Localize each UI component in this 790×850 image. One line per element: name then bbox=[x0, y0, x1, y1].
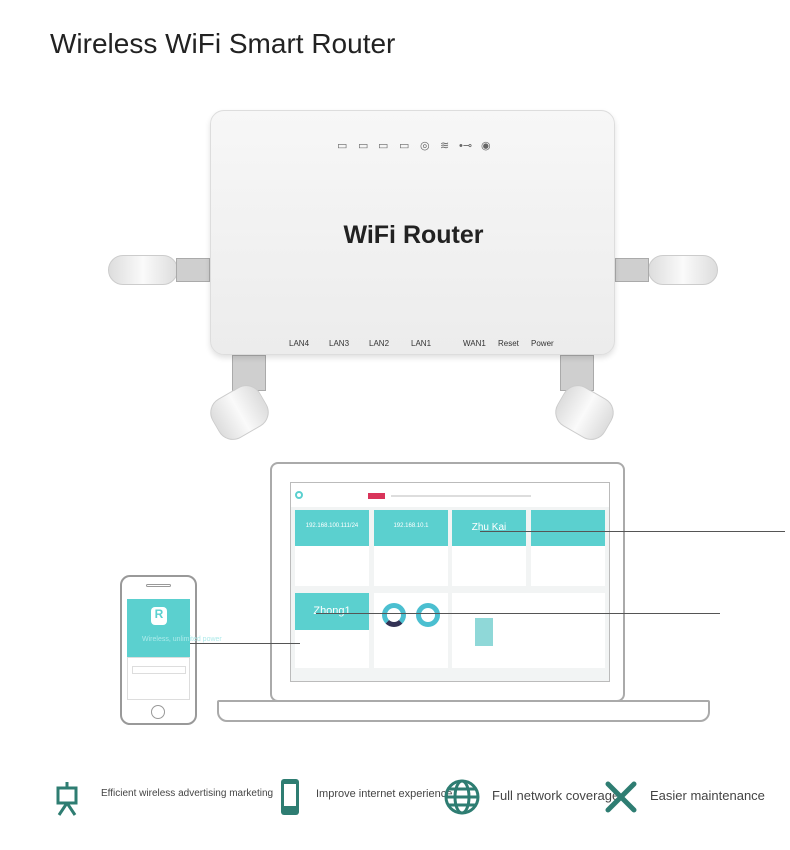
antenna-right bbox=[648, 255, 718, 285]
app-logo: R bbox=[151, 607, 167, 625]
port-label: LAN1 bbox=[411, 339, 432, 348]
globe-icon: ◎ bbox=[420, 140, 430, 152]
nav-tabs[interactable] bbox=[391, 495, 531, 497]
antenna-joint bbox=[615, 258, 649, 282]
lan-icon: ▭ bbox=[399, 140, 410, 152]
home-button bbox=[151, 705, 165, 719]
port-label: Power bbox=[531, 339, 554, 348]
feature-label: Improve internet experience bbox=[316, 788, 453, 800]
port-label: LAN4 bbox=[289, 339, 310, 348]
router-logo: WiFi Router bbox=[343, 221, 484, 249]
dashboard-screen: 192.168.100.111/24 192.168.10.1 Zhu Kai … bbox=[290, 482, 610, 682]
lan-card: 192.168.10.1 bbox=[374, 510, 448, 546]
wifi-icon: ≋ bbox=[440, 140, 450, 152]
port-label: LAN3 bbox=[329, 339, 350, 348]
chart-bar bbox=[475, 618, 493, 646]
lan-icon: ▭ bbox=[337, 140, 348, 152]
smartphone-icon bbox=[281, 779, 299, 815]
port-label: WAN1 bbox=[463, 339, 486, 348]
user-details bbox=[452, 546, 526, 586]
laptop-base bbox=[217, 700, 710, 722]
wan-details bbox=[295, 546, 369, 586]
smartphone: R Wireless, unlimited power bbox=[120, 575, 222, 725]
callout-line bbox=[316, 613, 720, 614]
router-body: ▭ ▭ ▭ ▭ ◎ ≋ •⊸ ◉ WiFi Router LAN4 LAN3 L… bbox=[210, 110, 615, 355]
page-title: Wireless WiFi Smart Router bbox=[50, 28, 396, 59]
status-details bbox=[531, 546, 605, 586]
power-icon: ◉ bbox=[481, 140, 491, 152]
antenna-joint bbox=[176, 258, 210, 282]
lan-icon: ▭ bbox=[378, 140, 389, 152]
phone-screen bbox=[127, 657, 190, 700]
dashboard-logo bbox=[295, 491, 303, 499]
feature-label: Efficient wireless advertising marketing bbox=[101, 788, 274, 799]
status-card bbox=[531, 510, 605, 546]
globe-icon bbox=[444, 779, 480, 815]
phone-screen-banner: R Wireless, unlimited power bbox=[127, 599, 222, 657]
ssid-card: Zhong1 bbox=[295, 593, 369, 630]
feature-label: Full network coverage bbox=[492, 788, 620, 803]
active-tab[interactable] bbox=[368, 493, 385, 499]
phone-input[interactable] bbox=[132, 666, 186, 674]
ssid-details bbox=[295, 630, 369, 668]
callout-line bbox=[480, 531, 785, 532]
presentation-board-icon bbox=[56, 782, 78, 816]
callout-line bbox=[190, 643, 300, 644]
donut-chart bbox=[382, 603, 406, 627]
user-card: Zhu Kai bbox=[452, 510, 526, 546]
lan-icon: ▭ bbox=[358, 140, 369, 152]
tools-icon bbox=[605, 781, 637, 813]
donut-chart bbox=[416, 603, 440, 627]
speaker bbox=[146, 584, 171, 587]
port-label: Reset bbox=[498, 339, 519, 348]
feature-label: Easier maintenance bbox=[650, 788, 765, 803]
phone-tagline: Wireless, unlimited power bbox=[142, 636, 222, 643]
wan-card: 192.168.100.111/24 bbox=[295, 510, 369, 546]
traffic-card bbox=[374, 593, 448, 668]
lan-details bbox=[374, 546, 448, 586]
usb-icon: •⊸ bbox=[459, 140, 473, 152]
dashboard-header bbox=[291, 483, 609, 507]
chart-card bbox=[452, 593, 605, 668]
antenna-left bbox=[108, 255, 178, 285]
port-label: LAN2 bbox=[369, 339, 390, 348]
